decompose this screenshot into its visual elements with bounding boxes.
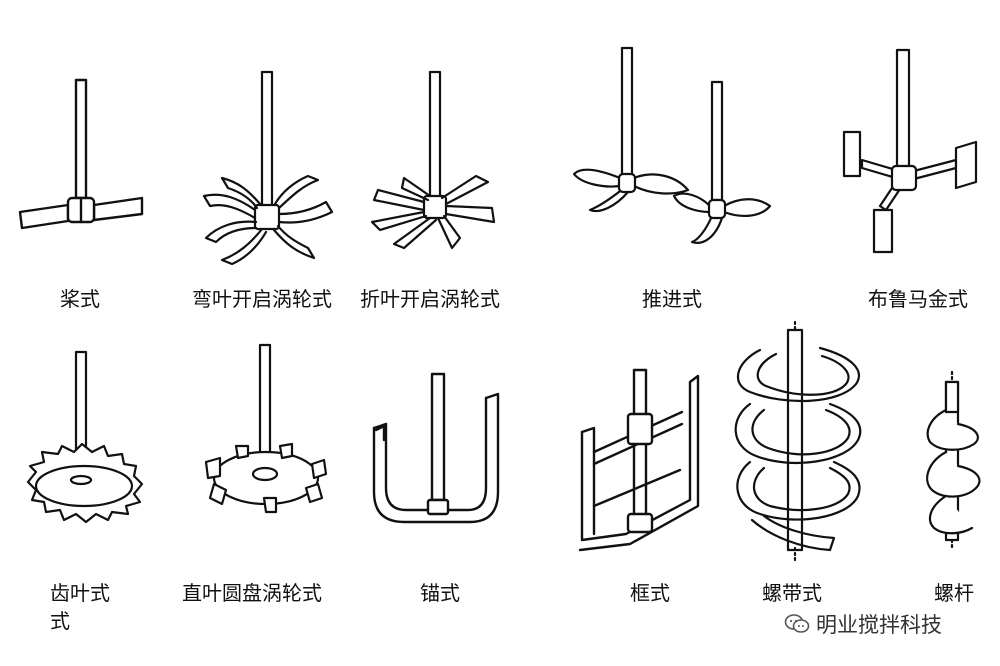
label-helical-ribbon: 螺带式 <box>762 581 822 605</box>
label-pitched-blade-open-turbine: 折叶开启涡轮式 <box>360 287 500 311</box>
label-toothed-disc-line2: 式 <box>50 609 70 633</box>
watermark-text: 明业搅拌科技 <box>816 613 942 637</box>
label-toothed-disc-line1: 齿叶式 <box>50 581 110 605</box>
label-frame: 框式 <box>630 581 670 605</box>
wechat-icon <box>784 613 810 635</box>
label-flat-blade-disc-turbine: 直叶圆盘涡轮式 <box>182 581 322 605</box>
label-screw: 螺杆 <box>934 581 974 605</box>
label-curved-blade-open-turbine: 弯叶开启涡轮式 <box>192 287 332 311</box>
watermark: 明业搅拌科技 <box>784 612 942 637</box>
label-paddle: 桨式 <box>60 287 100 311</box>
label-brumagin: 布鲁马金式 <box>868 287 968 311</box>
label-propeller: 推进式 <box>642 287 702 311</box>
label-anchor: 锚式 <box>420 581 460 605</box>
